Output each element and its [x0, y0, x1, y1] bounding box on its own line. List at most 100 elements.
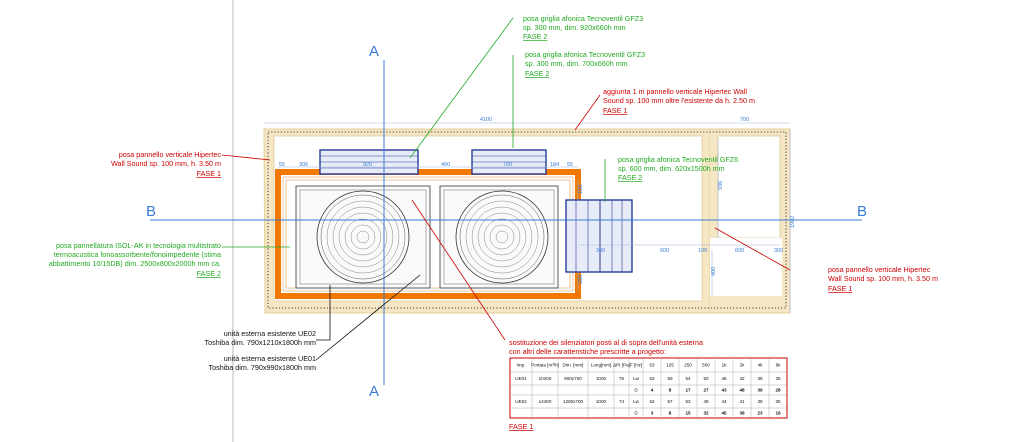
svg-text:936: 936: [718, 181, 724, 190]
svg-text:600: 600: [735, 248, 744, 254]
svg-text:posa pannello verticale Hipert: posa pannello verticale Hipertec: [828, 265, 931, 274]
svg-text:Toshiba dim. 790x1210x1800h mm: Toshiba dim. 790x1210x1800h mm: [205, 338, 316, 347]
table-cell: 4: [651, 388, 654, 393]
annotation-silencers: sostituzione dei silenziatori posti al d…: [509, 338, 703, 431]
svg-text:FASE 2: FASE 2: [523, 32, 547, 41]
table-cell: 48: [739, 388, 745, 393]
svg-text:1902: 1902: [790, 216, 796, 228]
svg-text:Toshiba dim. 790x990x1800h mm: Toshiba dim. 790x990x1800h mm: [209, 363, 316, 372]
silencer-gfz6: [565, 199, 633, 273]
table-cell: UE02: [515, 399, 527, 404]
table-cell: 45: [721, 411, 727, 416]
table-cell: D: [634, 388, 638, 393]
table-cell: 16: [775, 411, 781, 416]
table-cell: 900x700: [564, 376, 582, 381]
svg-text:300: 300: [774, 248, 783, 254]
svg-text:184: 184: [550, 162, 559, 168]
svg-text:300: 300: [596, 248, 605, 254]
svg-text:FASE 2: FASE 2: [618, 173, 642, 182]
table-cell: 62: [649, 399, 655, 404]
table-header-cell: 2k: [740, 363, 746, 368]
table-header-cell: Dim. [mm]: [563, 363, 584, 368]
svg-text:400: 400: [711, 267, 717, 276]
svg-text:160: 160: [578, 275, 584, 284]
svg-text:700: 700: [503, 162, 512, 168]
table-cell: 17: [685, 388, 691, 393]
svg-text:Wall Sound sp. 100 mm, h. 3.50: Wall Sound sp. 100 mm, h. 3.50 m: [111, 159, 221, 168]
table-cell: 42: [739, 376, 745, 381]
table-cell: 46: [721, 376, 727, 381]
annotation-isol: posa pannellatura ISOL-AK in tecnologia …: [49, 241, 221, 278]
svg-text:posa pannellatura ISOL-AK in t: posa pannellatura ISOL-AK in tecnologia …: [56, 241, 221, 250]
silencer-gfz3-700: [471, 149, 547, 175]
svg-text:posa pannello verticale Hipert: posa pannello verticale Hipertec: [119, 150, 222, 159]
svg-text:sp. 300 mm, dim. 920x660h mm: sp. 300 mm, dim. 920x660h mm: [523, 23, 626, 32]
svg-text:Wall Sound sp. 100 mm, h. 3.50: Wall Sound sp. 100 mm, h. 3.50 m: [828, 274, 938, 283]
table-cell: 74: [619, 399, 625, 404]
table-header-cell: Imp.: [517, 363, 526, 368]
table-header-cell: 63: [649, 363, 655, 368]
svg-text:FASE 1: FASE 1: [603, 106, 627, 115]
table-cell: 41: [739, 399, 745, 404]
svg-text:sp. 600 mm, dim. 620x1500h mm: sp. 600 mm, dim. 620x1500h mm: [618, 164, 725, 173]
svg-text:unità esterna esistente UE01: unità esterna esistente UE01: [224, 354, 316, 363]
svg-text:sostituzione dei silenziatori: sostituzione dei silenziatori posti al d…: [509, 338, 703, 347]
svg-text:posa griglia afonica Tecnovent: posa griglia afonica Tecnoventil GFZ3: [525, 50, 645, 59]
table-cell: 54: [685, 376, 691, 381]
table-cell: 1200x700: [563, 399, 584, 404]
table-cell: 38: [739, 411, 745, 416]
section-b-left-label: B: [146, 203, 156, 220]
table-cell: 35: [775, 376, 781, 381]
table-header-cell: 1k: [722, 363, 728, 368]
svg-text:abbattimento 10/15DB) dim. 250: abbattimento 10/15DB) dim. 2500x800x2000…: [49, 259, 221, 268]
table-cell: 38: [757, 399, 763, 404]
table-header-cell: Lung[mm]: [591, 363, 611, 368]
table-header-cell: 8k: [776, 363, 782, 368]
annotation-ue02: unità esterna esistente UE02 Toshiba dim…: [205, 329, 316, 347]
svg-text:FASE 2: FASE 2: [525, 69, 549, 78]
annotation-gfz6: posa griglia afonica Tecnoventil GFZ6 sp…: [618, 155, 738, 182]
svg-text:920: 920: [363, 162, 372, 168]
svg-text:55: 55: [567, 162, 573, 168]
table-header-cell: 125: [666, 363, 674, 368]
svg-text:55: 55: [279, 162, 285, 168]
table-cell: 43: [721, 388, 727, 393]
table-cell: 44: [721, 399, 727, 404]
table-cell: 8: [669, 388, 672, 393]
svg-text:600: 600: [660, 248, 669, 254]
table-cell: 76: [619, 376, 625, 381]
section-axes: A A B B: [146, 43, 867, 400]
table-cell: UE01: [515, 376, 527, 381]
svg-text:posa griglia afonica Tecnovent: posa griglia afonica Tecnoventil GFZ6: [618, 155, 738, 164]
svg-text:FASE 1: FASE 1: [828, 284, 852, 293]
table-cell: 15: [685, 411, 691, 416]
table-cell: Lw: [633, 399, 640, 404]
table-cell: D: [634, 411, 638, 416]
silencer-gfz3-920: [319, 149, 419, 175]
svg-text:FASE 1: FASE 1: [509, 422, 533, 431]
svg-text:unità esterna esistente UE02: unità esterna esistente UE02: [224, 329, 316, 338]
svg-text:490: 490: [441, 162, 450, 168]
svg-text:termoacustica fonoassorbente/f: termoacustica fonoassorbente/fonoimpeden…: [54, 250, 221, 259]
svg-text:aggiunta 1 m pannello vertical: aggiunta 1 m pannello verticale Hipertec…: [603, 87, 747, 96]
dimension-lines: [264, 122, 791, 313]
table-cell: 23: [757, 411, 763, 416]
table-cell: 3: [651, 411, 654, 416]
annotation-gfz3-920: posa griglia afonica Tecnoventil GFZ3 sp…: [523, 14, 643, 41]
svg-text:con altri delle caratteristich: con altri delle caratteristiche prescrit…: [509, 347, 666, 356]
annotation-panel-right: posa pannello verticale Hipertec Wall So…: [828, 265, 938, 293]
table-cell: 38: [757, 376, 763, 381]
outdoor-unit-ue02: [295, 185, 431, 289]
table-cell: 35: [775, 399, 781, 404]
svg-text:160: 160: [578, 185, 584, 194]
table-cell: 59: [667, 376, 673, 381]
svg-text:sp. 300 mm, dim. 700x660h mm: sp. 300 mm, dim. 700x660h mm: [525, 59, 628, 68]
table-cell: 8: [669, 411, 672, 416]
table-cell: 49: [703, 399, 709, 404]
annotation-panel-left: posa pannello verticale Hipertec Wall So…: [111, 150, 221, 178]
svg-text:306: 306: [299, 162, 308, 168]
silencer-spec-table: Imp.Portata [m³/h]Dim. [mm]Lung[mm]ΔPt […: [509, 357, 788, 419]
svg-text:100: 100: [698, 248, 707, 254]
section-a-bottom-label: A: [369, 383, 379, 400]
